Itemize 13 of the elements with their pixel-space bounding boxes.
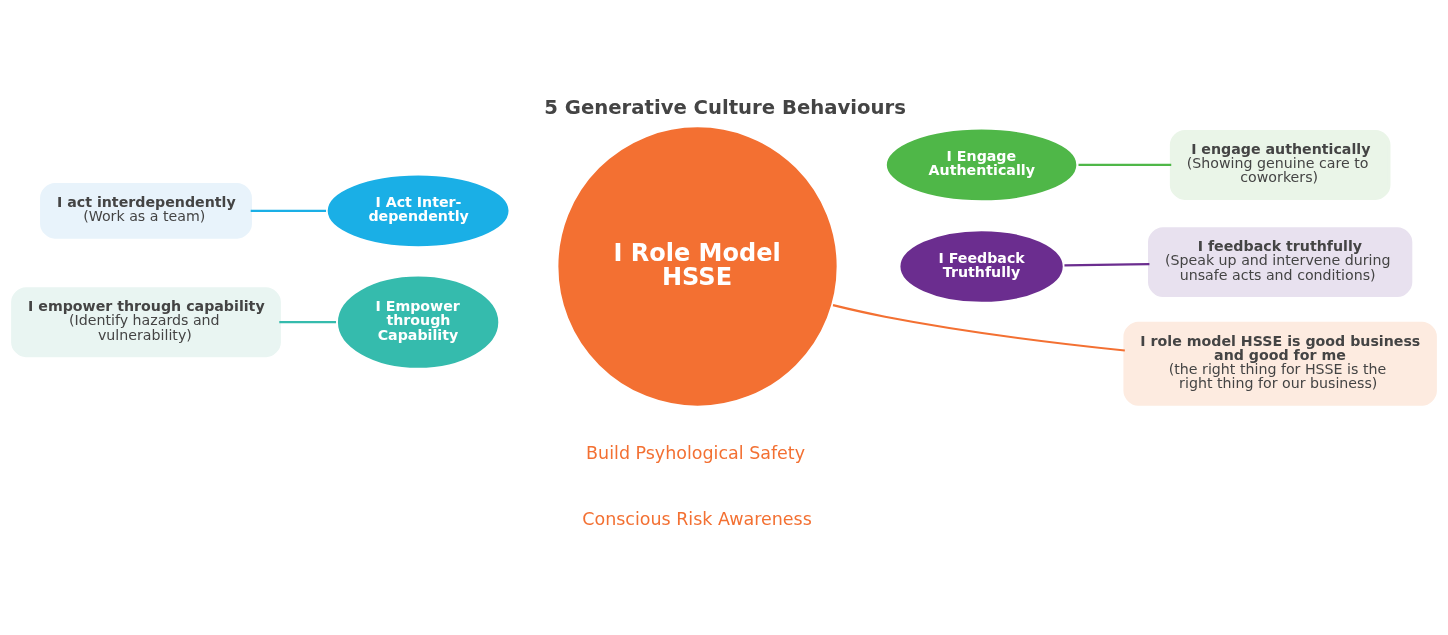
node-box: I feedback truthfully (Speak up and intervene during unsafe acts and conditions) — [1148, 226, 1413, 297]
connector — [1078, 163, 1172, 166]
label: Build Psyhological Safety — [586, 442, 806, 462]
connector — [1064, 262, 1150, 266]
node-box: I act interdependently (Work as a team) — [40, 182, 252, 239]
label: Conscious Risk Awareness — [582, 508, 812, 529]
connector — [832, 303, 1125, 352]
diagram-title: 5 Generative Culture Behaviours — [544, 95, 906, 119]
node-box: I empower through capability (Identify hazards and vulnerability) — [11, 286, 281, 357]
connector — [250, 209, 327, 212]
connector — [279, 320, 337, 323]
node-box: I role model HSSE is good business and good for me (the right thing for HSSE is the right thing for our business) — [1123, 321, 1437, 406]
node-box: I engage authentically (Showing genuine care to coworkers) — [1169, 129, 1391, 200]
